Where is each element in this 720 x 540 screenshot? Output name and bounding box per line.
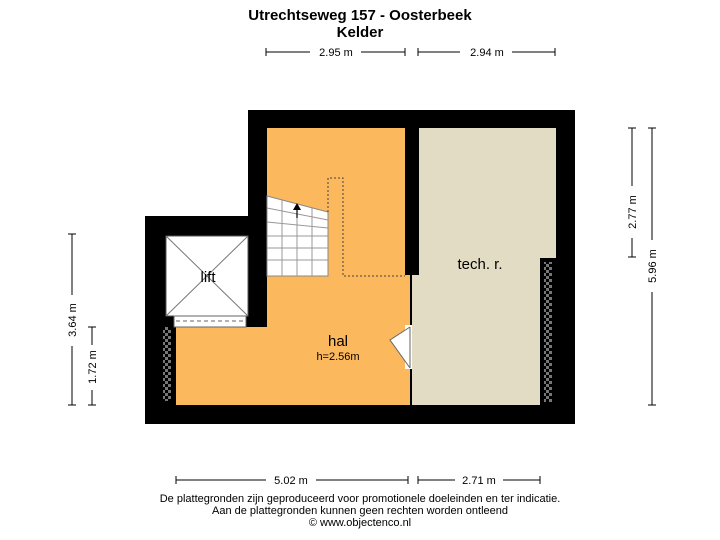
tech-room-slanted-wall (412, 275, 419, 405)
staircase (266, 195, 329, 277)
tech-room-area (419, 128, 556, 405)
stair-outline-dotted (327, 177, 405, 277)
dim-bottom-left: 5.02 m (175, 475, 409, 487)
dim-top-left: 2.95 m (265, 47, 406, 59)
plan-floor-name: Kelder (336, 24, 384, 41)
tech-room-door (389, 325, 412, 369)
footer-disclaimer-1: De plattegronden zijn geproduceerd voor … (159, 493, 561, 505)
svg-text:5.96 m: 5.96 m (647, 249, 659, 283)
svg-text:2.71 m: 2.71 m (462, 475, 496, 487)
tech-room-label: tech. r. (457, 256, 502, 273)
dim-left-outer: 3.64 m (67, 233, 79, 406)
hall-label: hal (328, 333, 348, 350)
plan-address: Utrechtseweg 157 - Oosterbeek (248, 7, 472, 24)
dim-right-outer: 5.96 m (647, 127, 659, 406)
footer-disclaimer-2: Aan de plattegronden kunnen geen rechten… (211, 505, 508, 517)
dim-top-right: 2.94 m (417, 47, 556, 59)
svg-text:2.94 m: 2.94 m (470, 47, 504, 59)
lift-label: lift (201, 269, 217, 286)
wall-section-right (544, 262, 552, 402)
svg-text:1.72 m: 1.72 m (87, 350, 99, 384)
wall-section-left (163, 327, 171, 401)
hall-height-label: h=2.56m (316, 351, 359, 363)
svg-text:5.02 m: 5.02 m (274, 475, 308, 487)
svg-text:2.95 m: 2.95 m (319, 47, 353, 59)
lift-cross-line-2 (165, 235, 249, 317)
lift-door (173, 315, 247, 328)
svg-text:2.77 m: 2.77 m (627, 195, 639, 229)
dim-left-inner: 1.72 m (87, 326, 99, 406)
svg-text:3.64 m: 3.64 m (67, 303, 79, 337)
footer-copyright: © www.objectenco.nl (308, 517, 412, 529)
dim-right-upper: 2.77 m (627, 127, 639, 258)
dim-bottom-right: 2.71 m (417, 475, 541, 487)
